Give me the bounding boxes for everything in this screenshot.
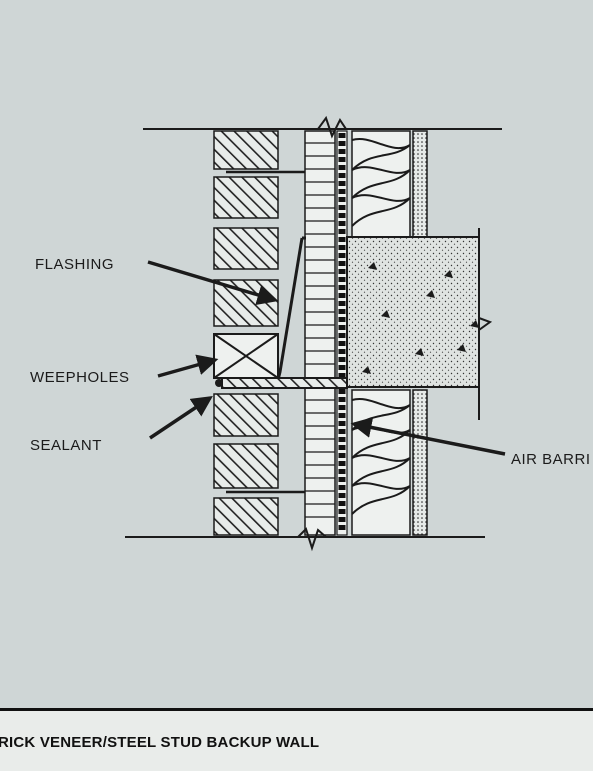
weepholes-arrow [157,354,219,378]
flashing-label: FLASHING [35,256,115,273]
batt-insulation-upper [351,130,411,238]
gypsum-board-upper [412,130,428,238]
weepholes-label: WEEPHOLES [30,369,130,386]
flashing-and-shelf-angle [215,236,348,389]
break-symbol-top [317,115,347,139]
gypsum-board-lower [412,389,428,536]
air-barrier-label: AIR BARRI [511,451,591,468]
concrete-slab [346,228,493,420]
flashing-arrow [147,260,279,306]
air-barrier-arrow [350,417,506,456]
leader-arrows [147,260,506,456]
weephole-brick [213,333,279,379]
caption-bar: RICK VENEER/STEEL STUD BACKUP WALL [0,708,593,771]
batt-insulation-lower [351,389,411,536]
break-symbol-bottom [297,527,327,552]
brick-veneer-lower [213,393,279,536]
sheathing-panel [304,130,336,536]
figure-caption: RICK VENEER/STEEL STUD BACKUP WALL [0,734,320,751]
sealant-label: SEALANT [30,437,102,454]
sealant-arrow [149,396,213,440]
steel-stud-flange [336,130,348,536]
